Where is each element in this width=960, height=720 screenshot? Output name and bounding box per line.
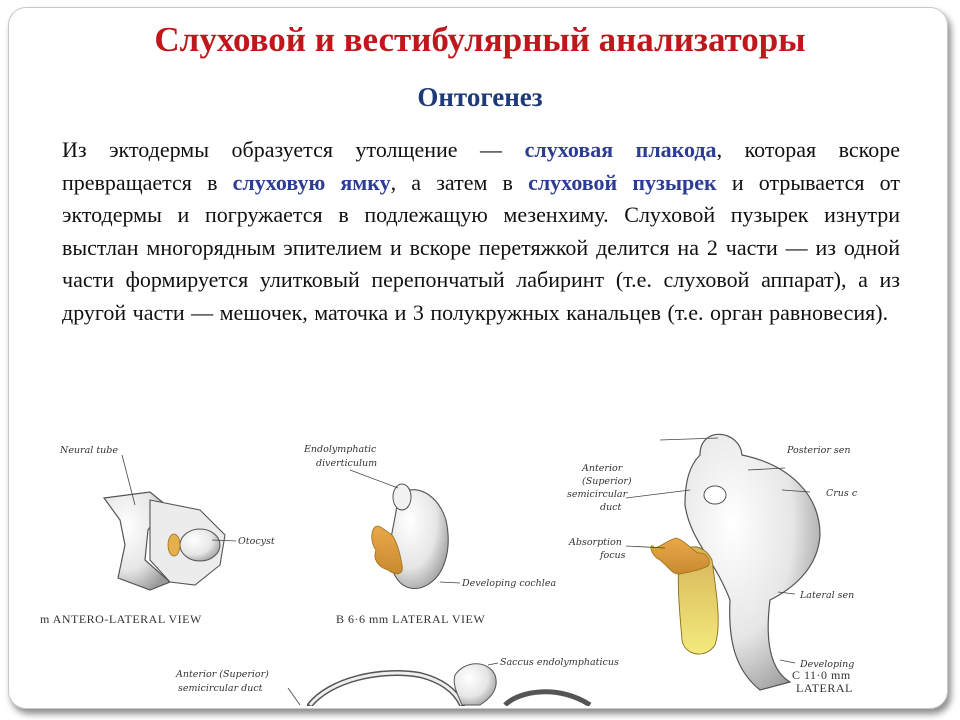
label-d-anterior-1: Anterior (Superior)	[175, 669, 269, 680]
term-auditory-placode: слуховая плакода	[524, 137, 717, 162]
label-saccus: Saccus endolymphaticus	[500, 657, 619, 668]
cochlear-duct-yellow-shape	[677, 546, 719, 655]
label-endolymphatic-2: diverticulum	[316, 458, 377, 469]
label-crus: Crus c	[826, 488, 858, 499]
label-anterior-3: semicircular	[567, 489, 629, 500]
crus-opening-shape	[703, 485, 727, 505]
label-endolymphatic-1: Endolymphatic	[303, 444, 377, 455]
label-anterior-2: (Superior)	[582, 476, 632, 487]
label-anterior-4: duct	[600, 502, 622, 513]
caption-view-c-1: C 11·0 mm	[792, 668, 851, 682]
semicircular-duct-arc-shape	[307, 670, 465, 706]
endolymphatic-diverticulum-shape	[392, 483, 412, 511]
saccus-shape	[453, 663, 497, 706]
body-paragraph: Из эктодермы образуется утолщение — слух…	[62, 134, 900, 329]
panel-d: Anterior (Superior) semicircular duct Sa…	[175, 657, 619, 706]
paragraph-text-1: Из эктодермы образуется утолщение —	[62, 137, 525, 162]
label-absorption-1: Absorption	[568, 537, 622, 548]
otocyst-ganglion-shape	[167, 533, 181, 557]
panel-b: Endolymphatic diverticulum Developing co…	[303, 444, 556, 626]
otocyst-shape	[179, 528, 221, 562]
panel-a: Neural tube Otocyst m ANTERO-LATERAL VIE…	[40, 445, 275, 626]
caption-view-c-2: LATERAL	[796, 681, 853, 695]
label-developing: Developing	[799, 659, 854, 670]
paragraph-text-2: , которая вскоре превращается в	[62, 137, 900, 195]
slide-title: Слуховой и вестибулярный анализаторы	[154, 20, 806, 59]
label-d-anterior-2: semicircular duct	[178, 683, 263, 694]
label-otocyst: Otocyst	[238, 536, 275, 547]
paragraph-text-3: , а затем в	[390, 169, 529, 195]
label-absorption-2: focus	[599, 550, 626, 561]
label-neural-tube: Neural tube	[59, 445, 118, 456]
panel-c: Posterior sen Anterior (Superior) semici…	[567, 433, 858, 695]
term-auditory-vesicle: слуховой пузырек	[528, 169, 717, 195]
inner-ear-development-figure: Neural tube Otocyst m ANTERO-LATERAL VIE…	[40, 433, 858, 706]
label-developing-cochlea: Developing cochlea	[461, 578, 556, 589]
lower-duct-arc-shape	[503, 689, 592, 706]
slide-frame	[8, 7, 948, 709]
developing-cochlea-ganglion-shape	[371, 525, 403, 575]
label-anterior-1: Anterior	[581, 463, 624, 474]
caption-view-a: m ANTERO-LATERAL VIEW	[40, 612, 202, 626]
caption-view-b: B 6·6 mm LATERAL VIEW	[336, 612, 485, 626]
ganglion-orange-shape	[650, 537, 710, 575]
paragraph-text-4: и отрывается от эктодермы и погружается …	[62, 169, 900, 325]
term-auditory-pit: слуховую ямку	[232, 169, 391, 195]
label-posterior: Posterior sen	[786, 445, 851, 456]
label-lateral: Lateral sen	[799, 590, 854, 601]
slide-subtitle: Онтогенез	[417, 82, 543, 112]
